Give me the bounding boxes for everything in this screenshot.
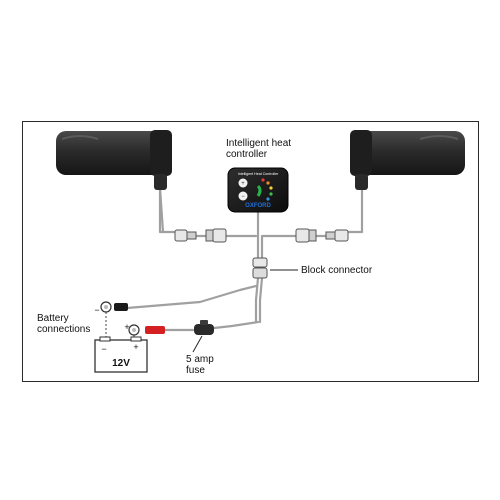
block-connector-label: Block connector: [301, 265, 373, 276]
block-connector: [252, 257, 268, 279]
fuse-label: 5 amp fuse: [186, 354, 214, 376]
right-branch-connector: [295, 228, 317, 243]
svg-text:+: +: [241, 181, 245, 187]
heat-controller: Intelligent Heat Controller + − OXFORD: [227, 167, 289, 213]
oxford-logo: OXFORD: [245, 203, 271, 209]
left-heated-grip: [56, 130, 172, 190]
positive-terminal-clip: [128, 324, 165, 336]
led-orange: [266, 181, 270, 185]
left-branch-connector: [205, 228, 227, 243]
trunk-wire: [254, 276, 260, 324]
plus-button-icon: [238, 178, 248, 188]
battery-terminal-leads: [105, 312, 135, 340]
battery-minus-label: −: [101, 344, 106, 354]
led-yellow: [269, 186, 273, 190]
negative-terminal-clip: [100, 301, 128, 313]
power-icon: [256, 184, 262, 197]
minus-button-icon: [238, 191, 248, 201]
battery-plus-label: +: [133, 342, 138, 352]
left-grip-connector: [174, 229, 197, 242]
battery-plus-sign: +: [124, 322, 129, 332]
controller-face-title: Intelligent Heat Controller: [238, 172, 279, 176]
battery: [94, 336, 148, 373]
led-red: [261, 178, 265, 182]
positive-lead-wire: [212, 320, 260, 330]
right-grip-connector: [325, 229, 349, 242]
battery-connections-label: Battery connections: [37, 313, 91, 335]
led-blue: [266, 197, 270, 201]
led-green: [269, 192, 273, 196]
right-grip-wire: [346, 186, 364, 234]
negative-lead-wire: [125, 284, 258, 310]
controller-label: Intelligent heat controller: [226, 138, 292, 160]
battery-voltage-label: 12V: [112, 358, 130, 369]
fuse-leader: [192, 335, 203, 353]
right-heated-grip: [350, 130, 465, 190]
fuse-holder: [194, 320, 214, 335]
svg-text:−: −: [241, 194, 245, 200]
battery-minus-sign: −: [94, 305, 99, 315]
